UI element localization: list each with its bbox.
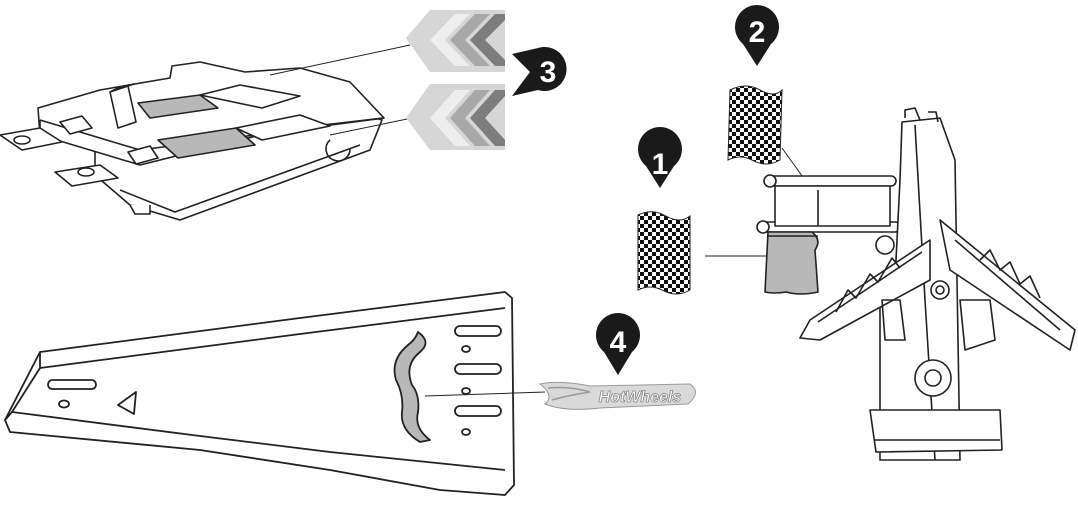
callout-number-4: 4 [610,326,627,359]
leader-line-2 [781,147,806,181]
callout-marker-2: 2 [735,5,779,66]
leader-line-3a [269,44,411,76]
launcher-part [0,61,385,221]
callout-number-1: 1 [652,148,669,181]
checkered-flag-2 [727,85,783,165]
callout-marker-3: 3 [512,47,567,96]
track-piece [4,291,515,496]
chevron-decal-upper [406,10,505,72]
checkered-flag-1 [637,211,691,295]
callout-marker-4: 4 [596,313,640,375]
callout-marker-1: 1 [638,127,683,188]
chevron-decal-lower [406,84,505,150]
callout-number-2: 2 [749,16,766,49]
hotwheels-decal: HotWheels [538,381,696,410]
flag-tower [756,107,1076,461]
hotwheels-logo-text: HotWheels [599,389,682,406]
leader-line-3b [329,117,413,136]
callout-number-3: 3 [540,56,557,89]
leader-line-4 [424,391,546,397]
